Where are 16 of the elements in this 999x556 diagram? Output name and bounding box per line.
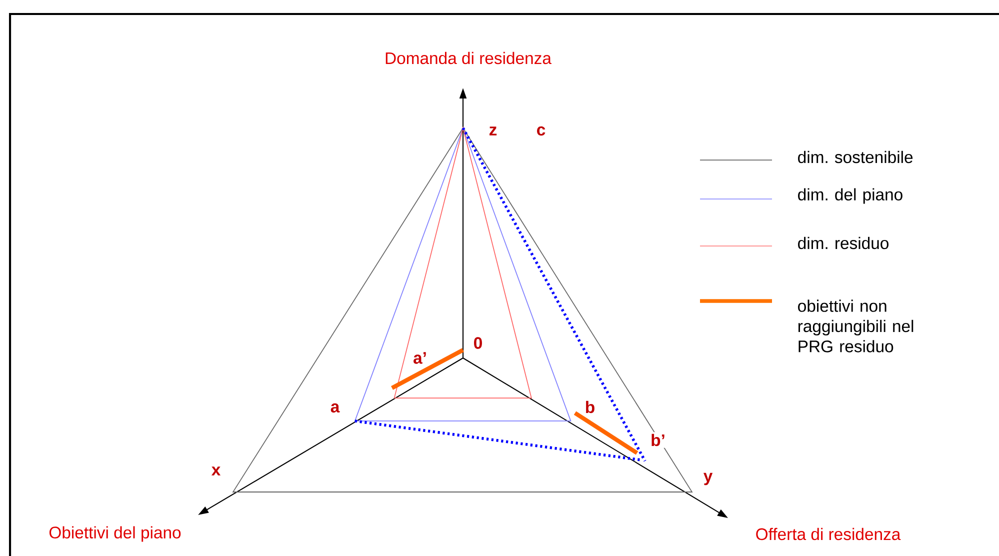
legend-label: obiettivi non raggiungibili nel PRG residuo	[798, 300, 914, 352]
axis-label: Offerta di residenza	[754, 526, 902, 542]
axis-label: Domanda di residenza	[382, 50, 554, 66]
point-label: z	[487, 124, 499, 138]
point-label: a	[328, 402, 342, 414]
point-label: b’	[648, 432, 668, 448]
point-label: y	[702, 471, 714, 487]
legend-label: dim. sostenibile	[798, 150, 913, 164]
point-label: x	[210, 464, 222, 478]
point-label: b	[583, 399, 597, 415]
legend-label: dim. del piano	[798, 188, 902, 204]
point-label: a’	[411, 350, 429, 366]
point-label: c	[534, 124, 548, 138]
legend-label: dim. residuo	[798, 236, 888, 250]
point-label: 0	[472, 335, 484, 351]
axis-label: Obiettivi del piano	[46, 524, 184, 544]
